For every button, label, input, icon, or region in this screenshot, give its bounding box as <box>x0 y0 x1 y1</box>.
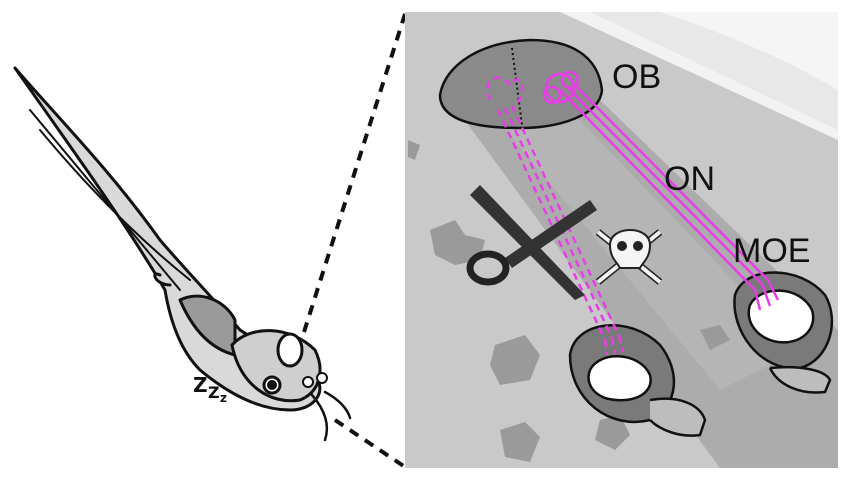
olfactory-nerve-intact <box>542 70 780 311</box>
sleep-zzz: Z Z z <box>193 373 227 405</box>
sleeping-fish <box>13 66 352 442</box>
label-ob: OB <box>612 58 661 96</box>
zoom-line-top <box>302 13 407 333</box>
sleep-z3: z <box>220 391 227 405</box>
moe-left <box>568 324 707 437</box>
sleep-z1: Z <box>193 373 208 397</box>
label-on: ON <box>664 160 715 198</box>
sleep-z2: Z <box>208 383 220 402</box>
scissors-icon <box>466 185 597 300</box>
olfactory-bulb <box>438 38 604 130</box>
label-moe: MOE <box>733 232 810 270</box>
zoom-line-bottom <box>333 418 407 469</box>
zoom-panel: OB ON MOE <box>405 12 838 468</box>
moe-right <box>733 271 834 394</box>
skull-crossbones-icon <box>595 229 663 285</box>
